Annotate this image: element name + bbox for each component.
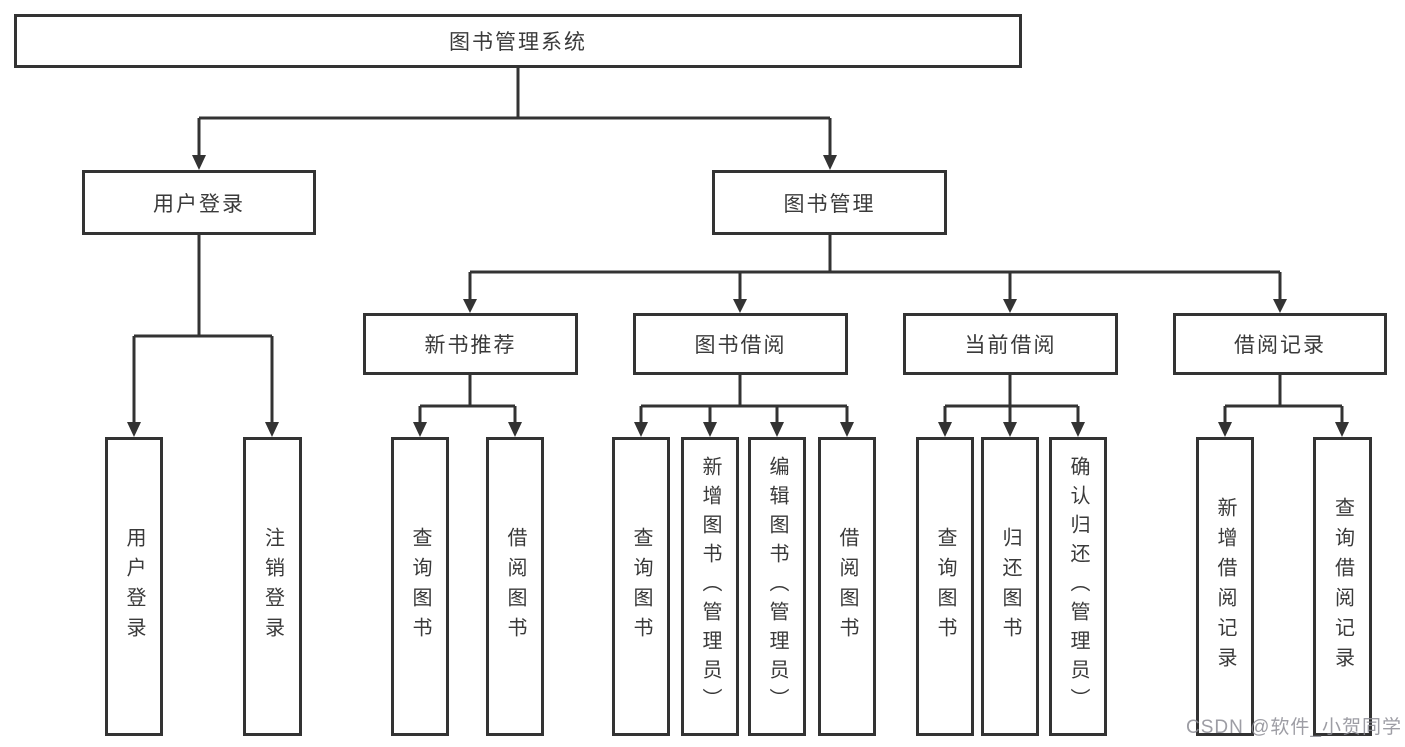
arrowhead: [413, 422, 427, 437]
connector-current-borrowing-children: [943, 375, 1080, 424]
node-label: 新增图书（管理员）: [699, 456, 721, 717]
node-label: 当前借阅: [964, 334, 1057, 357]
arrowhead: [770, 422, 784, 437]
node-label: 图书管理: [783, 192, 876, 216]
leaf-add-borrow-record: 新增借阅记录: [1196, 437, 1254, 736]
node-label: 归还图书: [999, 526, 1021, 647]
node-user-login: 用户登录: [82, 170, 316, 235]
node-label: 编辑图书（管理员）: [766, 456, 788, 717]
connector-user-login-children: [132, 235, 274, 424]
node-book-management: 图书管理: [712, 170, 947, 235]
arrowhead: [127, 422, 141, 437]
arrowhead: [265, 422, 279, 437]
leaf-query-books-borrowing: 查询图书: [612, 437, 670, 736]
arrowhead: [1335, 422, 1349, 437]
arrowhead: [1218, 422, 1232, 437]
leaf-return-books: 归还图书: [981, 437, 1039, 736]
connector-book-management-children: [468, 235, 1282, 300]
leaf-user-login: 用户登录: [105, 437, 163, 736]
node-label: 查询图书: [934, 526, 956, 647]
node-label: 图书借阅: [694, 334, 787, 357]
arrowhead: [823, 155, 837, 170]
connector-borrow-records-children: [1223, 375, 1344, 424]
leaf-query-books-recommend: 查询图书: [391, 437, 449, 736]
arrowhead: [634, 422, 648, 437]
leaf-edit-books-admin: 编辑图书（管理员）: [748, 437, 806, 736]
node-borrowing-records: 借阅记录: [1173, 313, 1387, 375]
node-current-borrowing: 当前借阅: [903, 313, 1118, 375]
node-new-book-recommendation: 新书推荐: [363, 313, 578, 375]
node-label: 图书管理系统: [449, 31, 587, 54]
arrowhead: [192, 155, 206, 170]
csdn-watermark: CSDN @软件_小贺同学: [1186, 717, 1402, 738]
leaf-borrow-books-recommend: 借阅图书: [486, 437, 544, 736]
leaf-add-books-admin: 新增图书（管理员）: [681, 437, 739, 736]
node-label: 用户登录: [123, 526, 145, 647]
node-label: 确认归还（管理员）: [1067, 456, 1089, 717]
arrowhead: [1003, 422, 1017, 437]
arrowhead: [1003, 299, 1017, 313]
node-root-library-management-system: 图书管理系统: [14, 14, 1022, 68]
arrowhead: [733, 299, 747, 313]
node-label: 借阅图书: [836, 526, 858, 647]
arrowhead: [1273, 299, 1287, 313]
arrowheads: [127, 155, 1349, 437]
arrowhead: [840, 422, 854, 437]
leaf-query-borrow-record: 查询借阅记录: [1313, 437, 1372, 736]
node-label: 查询图书: [630, 526, 652, 647]
node-label: 新增借阅记录: [1214, 496, 1236, 677]
arrowhead: [938, 422, 952, 437]
leaf-borrow-books-borrowing: 借阅图书: [818, 437, 876, 736]
node-label: 查询借阅记录: [1331, 496, 1354, 677]
connector-root-to-level2: [197, 68, 832, 157]
leaf-query-books-current: 查询图书: [916, 437, 974, 736]
node-label: 借阅图书: [504, 526, 526, 647]
arrowhead: [508, 422, 522, 437]
leaf-confirm-return-admin: 确认归还（管理员）: [1049, 437, 1107, 736]
arrowhead: [1071, 422, 1085, 437]
node-label: 借阅记录: [1234, 334, 1326, 357]
node-label: 查询图书: [409, 526, 431, 647]
node-label: 注销登录: [261, 526, 284, 647]
arrowhead: [463, 299, 477, 313]
node-label: 用户登录: [153, 192, 245, 216]
node-book-borrowing: 图书借阅: [633, 313, 848, 375]
node-label: 新书推荐: [424, 334, 517, 357]
leaf-logout: 注销登录: [243, 437, 302, 736]
connector-new-books-children: [418, 375, 517, 424]
arrowhead: [703, 422, 717, 437]
connector-book-borrowing-children: [639, 375, 849, 424]
